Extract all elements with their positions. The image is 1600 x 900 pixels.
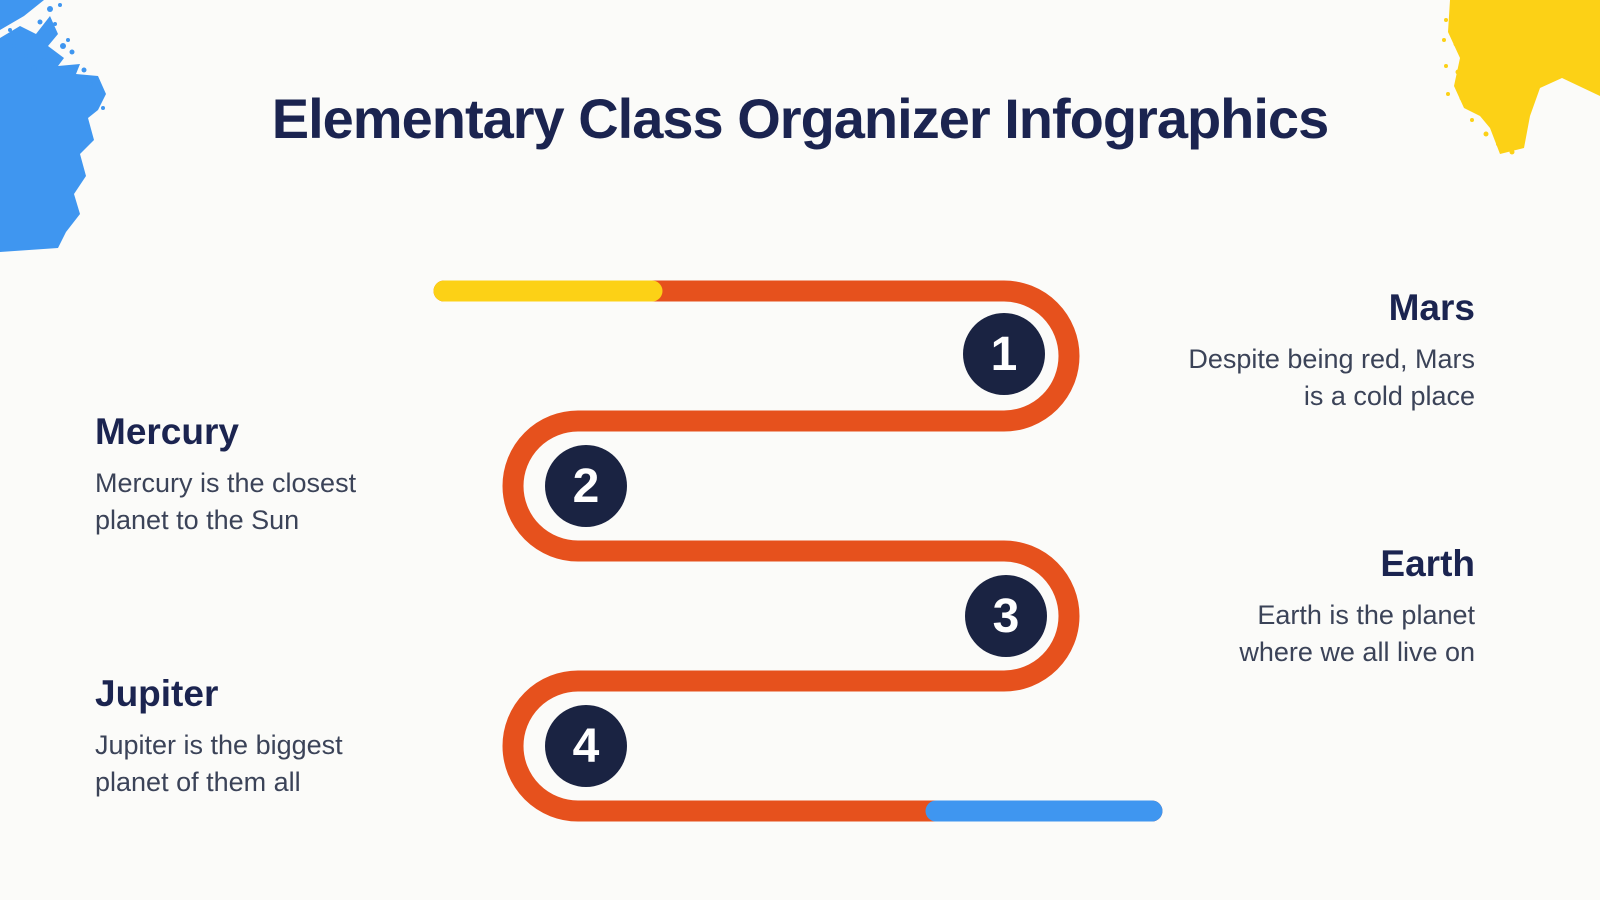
planet-description-jupiter: Jupiter is the biggest planet of them al…	[95, 727, 343, 801]
planet-description-mars: Despite being red, Mars is a cold place	[1188, 341, 1475, 415]
description-line: where we all live on	[1239, 636, 1475, 667]
description-line: Earth is the planet	[1257, 599, 1475, 630]
description-line: planet of them all	[95, 766, 301, 797]
planet-block-earth: Earth Earth is the planet where we all l…	[1239, 543, 1475, 671]
step-circle-2: 2	[545, 445, 627, 527]
step-number: 2	[572, 459, 600, 513]
step-circle-4: 4	[545, 705, 627, 787]
description-line: is a cold place	[1303, 380, 1475, 411]
description-line: Despite being red, Mars	[1188, 343, 1475, 374]
planet-name-mercury: Mercury	[95, 411, 239, 452]
planet-block-mercury: Mercury Mercury is the closest planet to…	[95, 411, 356, 539]
planet-name-jupiter: Jupiter	[95, 673, 219, 714]
step-number: 3	[992, 589, 1020, 643]
planet-description-mercury: Mercury is the closest planet to the Sun	[95, 465, 356, 539]
planet-name-mars: Mars	[1388, 287, 1475, 328]
step-number: 1	[990, 327, 1018, 381]
planet-description-earth: Earth is the planet where we all live on	[1239, 597, 1475, 671]
step-circle-3: 3	[965, 575, 1047, 657]
step-circle-1: 1	[963, 313, 1045, 395]
description-line: Mercury is the closest	[95, 467, 357, 498]
description-line: Jupiter is the biggest	[95, 729, 343, 760]
planet-block-jupiter: Jupiter Jupiter is the biggest planet of…	[95, 673, 343, 801]
planet-block-mars: Mars Despite being red, Mars is a cold p…	[1188, 287, 1475, 415]
planet-name-earth: Earth	[1380, 543, 1475, 584]
page-title: Elementary Class Organizer Infographics	[271, 87, 1329, 150]
step-number: 4	[572, 719, 600, 773]
description-line: planet to the Sun	[95, 504, 300, 535]
